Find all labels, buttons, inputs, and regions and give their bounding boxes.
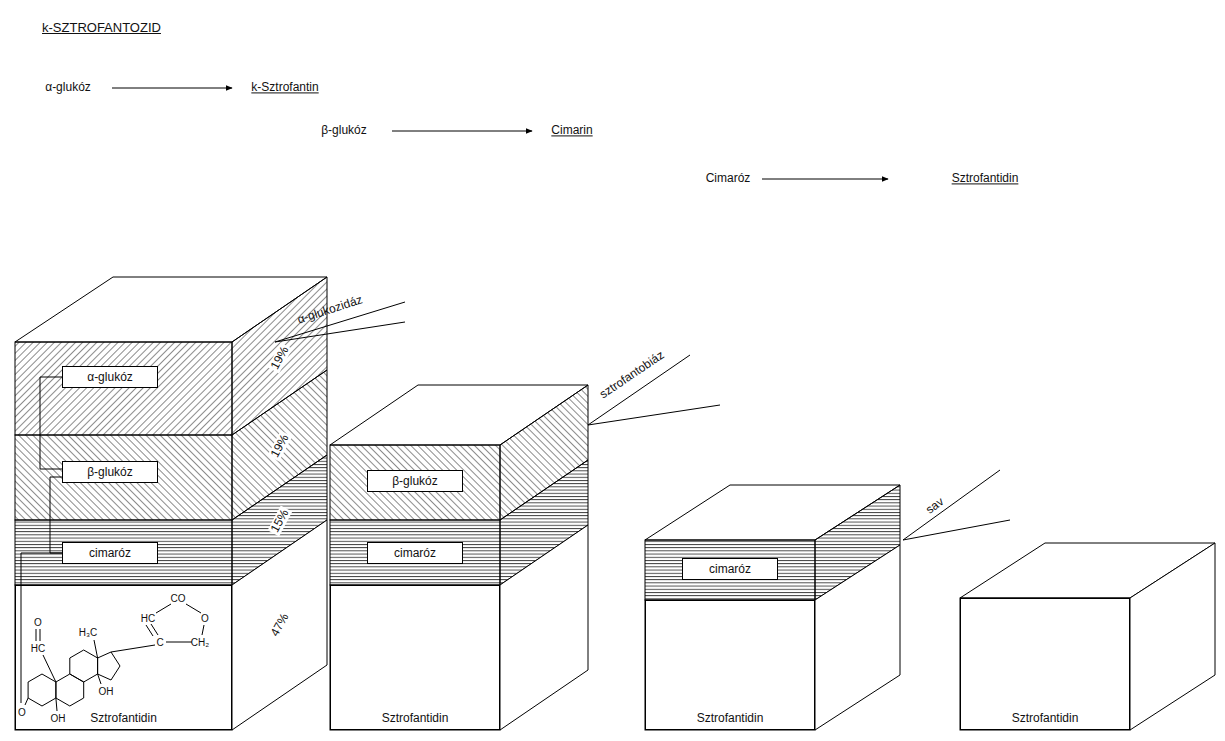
structural-formula-part <box>166 642 192 643</box>
block-four-part <box>1130 543 1215 730</box>
substance-label: β-glukóz <box>321 124 367 137</box>
enzyme-wedges-part <box>903 520 1010 540</box>
atom-label: OH <box>99 686 114 697</box>
atom-label: CH₂ <box>191 637 209 648</box>
aglycone-block: Sztrofantidin <box>15 585 232 730</box>
aglycone-block: Sztrofantidin <box>960 598 1130 730</box>
structural-formula-part <box>146 625 153 636</box>
substance-label: α-glukóz <box>45 81 91 94</box>
structural-formula-part <box>94 640 98 658</box>
node-text: Sztrofantidin <box>1012 711 1079 725</box>
structural-formula-part <box>186 604 201 613</box>
product-label: Cimarin <box>551 124 592 137</box>
structural-formula-part <box>111 645 155 652</box>
structural-formula-part <box>40 629 41 641</box>
sugar-box: cimaróz <box>62 542 158 564</box>
enzyme-wedges-part <box>903 470 1000 540</box>
node-text: β-glukóz <box>71 465 149 479</box>
structural-formula-part <box>98 652 120 680</box>
structural-formula-part <box>202 625 204 635</box>
atom-label: HC <box>141 613 155 624</box>
atom-label: OH <box>51 713 66 724</box>
reagent-label: sav <box>924 495 947 517</box>
block-one-part <box>232 520 327 730</box>
block-four-part <box>960 598 1130 730</box>
structural-formula-part <box>70 650 98 682</box>
block-two-part <box>330 520 500 585</box>
structural-formula-part <box>43 655 56 682</box>
reaction-arrows-part <box>112 88 232 89</box>
block-three <box>645 485 900 730</box>
structural-formula-part <box>56 674 84 706</box>
aglycone-block: Sztrofantidin <box>645 600 815 730</box>
percent-label: 19% <box>268 343 293 374</box>
structural-formula-part <box>156 604 171 613</box>
node-text: cimaróz <box>691 562 769 576</box>
link-line <box>50 477 62 553</box>
block-four <box>960 543 1215 730</box>
block-two <box>330 385 588 730</box>
sugar-box: β-glukóz <box>367 470 463 492</box>
sugar-box: α-glukóz <box>62 366 158 388</box>
block-two-part <box>500 525 588 730</box>
structural-formula <box>25 604 204 711</box>
block-one <box>15 277 327 730</box>
sugar-box: cimaróz <box>367 542 463 564</box>
atom-label: CO <box>171 593 186 604</box>
node-text: cimaróz <box>376 546 454 560</box>
enzyme-wedges-part <box>275 322 405 342</box>
diagram-title: k-SZTROFANTOZID <box>42 20 161 35</box>
sugar-box: β-glukóz <box>62 461 158 483</box>
reaction-arrows-part <box>762 179 888 180</box>
block-one-part <box>15 342 232 435</box>
product-label: k-Sztrofantin <box>251 81 318 94</box>
link-line <box>40 377 62 469</box>
reaction-arrows <box>112 88 888 179</box>
atom-label: O <box>34 617 42 628</box>
enzyme-wedges <box>275 302 1010 540</box>
atom-label: O <box>201 613 209 624</box>
substance-label: Cimaróz <box>706 172 751 185</box>
structural-formula-part <box>98 674 101 684</box>
structural-formula-part <box>36 629 37 641</box>
block-three-part <box>815 545 900 730</box>
structural-formula-part <box>28 674 56 706</box>
block-three-part <box>645 540 815 600</box>
percent-label: 15% <box>268 506 293 537</box>
atom-label: O <box>18 707 26 718</box>
product-label: Sztrofantidin <box>952 172 1019 185</box>
node-text: α-glukóz <box>71 370 149 384</box>
sugar-box: cimaróz <box>682 558 778 580</box>
enzyme-label: sztrofantobiáz <box>597 349 666 402</box>
node-text: Sztrofantidin <box>697 711 764 725</box>
percent-label: 47% <box>268 610 293 641</box>
reaction-arrows-part <box>392 131 532 132</box>
enzyme-wedges-part <box>588 405 720 425</box>
node-text: Sztrofantidin <box>382 711 449 725</box>
block-two-part <box>330 585 500 730</box>
atom-label: HC <box>31 643 45 654</box>
enzyme-label: α-glukozidáz <box>296 293 364 326</box>
aglycone-block: Sztrofantidin <box>330 585 500 730</box>
node-text: Sztrofantidin <box>90 711 157 725</box>
structural-formula-part <box>56 698 57 711</box>
node-text: β-glukóz <box>376 474 454 488</box>
link-line <box>21 553 62 703</box>
block-one-part <box>15 435 232 520</box>
node-text: cimaróz <box>71 546 149 560</box>
structural-formula-part <box>151 624 158 635</box>
block-two-part <box>330 445 500 520</box>
structural-formula-part <box>25 698 28 705</box>
percent-label: 19% <box>268 431 293 462</box>
atom-label: C <box>156 637 163 648</box>
block-one-part <box>15 585 232 730</box>
atom-label: H₃C <box>79 627 98 638</box>
block-three-part <box>645 600 815 730</box>
